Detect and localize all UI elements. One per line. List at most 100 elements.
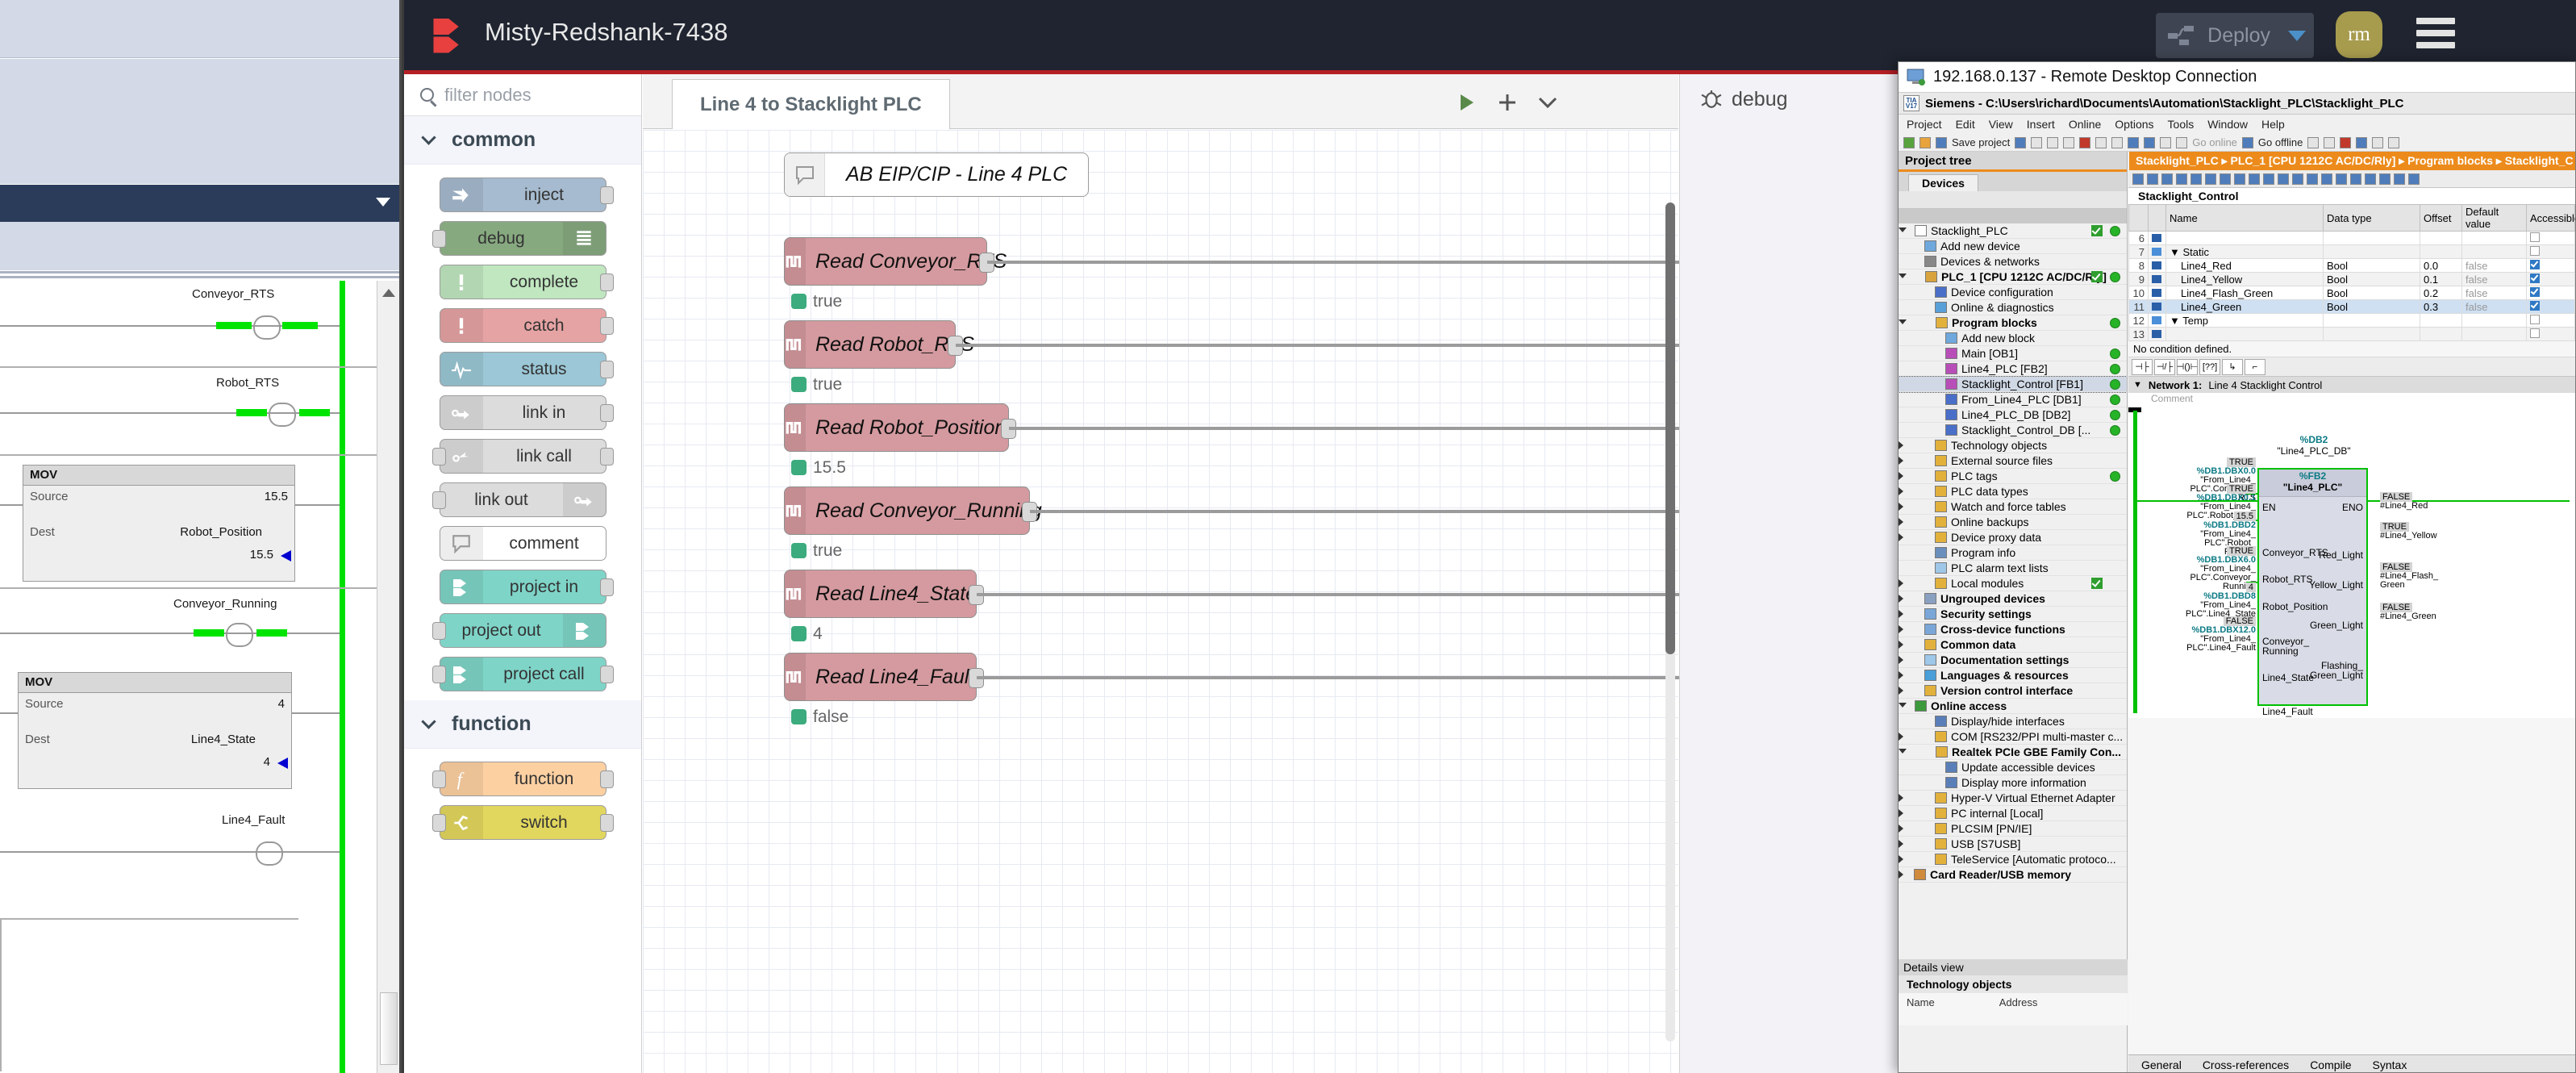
tree-item-realtek-pcie-gbe-family-con[interactable]: Realtek PCIe GBE Family Con... bbox=[1899, 745, 2127, 760]
chevron-right-icon[interactable] bbox=[1899, 533, 1906, 541]
tab-devices[interactable]: Devices bbox=[1908, 174, 1978, 191]
ladder-scrollbar[interactable] bbox=[377, 281, 399, 1073]
cell-datatype[interactable]: Bool bbox=[2323, 272, 2420, 286]
output-coil[interactable] bbox=[253, 315, 281, 340]
normally-open-contact-icon[interactable]: ⊣├ bbox=[2132, 358, 2153, 375]
tree-item-usb-s7usb[interactable]: USB [S7USB] bbox=[1899, 837, 2127, 852]
ladder-tabstrip[interactable] bbox=[0, 185, 399, 222]
open-project-icon[interactable] bbox=[1919, 136, 1931, 148]
coil-icon[interactable]: ⊣()⊢ bbox=[2177, 358, 2198, 375]
cell-datatype[interactable]: Bool bbox=[2323, 286, 2420, 300]
split-horizontal-icon[interactable] bbox=[2372, 136, 2384, 148]
go-offline-icon[interactable] bbox=[2241, 136, 2253, 148]
flow-node-read[interactable]: Read Robot_RTS bbox=[784, 320, 974, 369]
palette-node-catch[interactable]: catch bbox=[439, 308, 614, 343]
cell-default[interactable]: false bbox=[2461, 286, 2527, 300]
bp-off-icon[interactable] bbox=[2350, 173, 2361, 185]
palette-node-status[interactable]: status bbox=[439, 352, 614, 386]
fb-output-operand[interactable]: TRUE#Line4_Yellow bbox=[2380, 522, 2501, 541]
palette-node-link-in[interactable]: link in bbox=[439, 395, 614, 430]
status-tab-syntax[interactable]: Syntax bbox=[2372, 1058, 2407, 1071]
cell-default[interactable]: false bbox=[2461, 299, 2527, 314]
close-branch-icon[interactable]: ⌐ bbox=[2245, 358, 2265, 375]
tree-item-stacklight-control-fb1[interactable]: Stacklight_Control [FB1] bbox=[1899, 376, 2127, 393]
comment-icon[interactable] bbox=[2249, 173, 2260, 185]
cell-accessible[interactable] bbox=[2526, 258, 2575, 273]
output-coil[interactable] bbox=[256, 841, 283, 866]
output-port[interactable] bbox=[599, 814, 614, 832]
output-coil[interactable] bbox=[226, 623, 253, 647]
tree-item-add-new-block[interactable]: Add new block bbox=[1899, 331, 2127, 346]
chevron-right-icon[interactable] bbox=[1899, 825, 1906, 833]
tree-item-online-diagnostics[interactable]: Online & diagnostics bbox=[1899, 300, 2127, 315]
palette-node-project-out[interactable]: project out bbox=[431, 613, 606, 648]
fb-input-operand[interactable]: TRUE%DB1.DBX0.0"From_Line4_PLC".Conveyor… bbox=[2161, 457, 2256, 503]
chevron-right-icon[interactable] bbox=[1899, 472, 1906, 480]
status-tab-compile[interactable]: Compile bbox=[2310, 1058, 2352, 1071]
cell-datatype[interactable]: Bool bbox=[2323, 299, 2420, 314]
cell-name[interactable]: Line4_Green bbox=[2165, 299, 2324, 314]
ladder-elements-toolbar[interactable]: ⊣├ ⊣/├ ⊣()⊢ [??] ↳ ⌐ bbox=[2128, 357, 2575, 377]
cell-default[interactable] bbox=[2461, 231, 2527, 245]
tree-item-add-new-device[interactable]: Add new device bbox=[1899, 239, 2127, 254]
reorder-icon[interactable] bbox=[2292, 173, 2303, 185]
start-simulation-icon[interactable] bbox=[2160, 136, 2172, 148]
cell-name[interactable]: Line4_Yellow bbox=[2165, 272, 2324, 286]
chevron-right-icon[interactable] bbox=[1899, 518, 1906, 526]
cell-datatype[interactable] bbox=[2323, 231, 2420, 245]
chevron-right-icon[interactable] bbox=[1899, 579, 1906, 587]
open-branch-icon[interactable]: ↳ bbox=[2222, 358, 2243, 375]
tree-item-plc-alarm-text-lists[interactable]: PLC alarm text lists bbox=[1899, 561, 2127, 576]
tree-item-plcsim-pn-ie[interactable]: PLCSIM [PN/IE] bbox=[1899, 821, 2127, 837]
cell-default[interactable]: false bbox=[2461, 272, 2527, 286]
menu-item-online[interactable]: Online bbox=[2068, 118, 2102, 131]
palette-category-function[interactable]: function bbox=[404, 700, 641, 749]
chevron-right-icon[interactable] bbox=[1899, 595, 1906, 603]
group-up-icon[interactable] bbox=[2263, 173, 2274, 185]
cell-accessible[interactable] bbox=[2526, 231, 2575, 245]
comment-node-left[interactable]: AB EIP/CIP - Line 4 PLC bbox=[784, 152, 1090, 197]
chevron-right-icon[interactable] bbox=[1899, 641, 1906, 649]
tree-item-online-backups[interactable]: Online backups bbox=[1899, 515, 2127, 530]
fb-input-operand[interactable]: FALSE%DB1.DBX12.0"From_Line4_PLC".Line4_… bbox=[2161, 616, 2256, 653]
undo-icon[interactable] bbox=[2095, 136, 2107, 148]
upload-icon[interactable] bbox=[2144, 136, 2156, 148]
output-port[interactable] bbox=[599, 666, 614, 683]
cell-accessible[interactable] bbox=[2526, 272, 2575, 286]
flow-wire[interactable] bbox=[955, 344, 2022, 347]
pointer-icon[interactable] bbox=[2190, 173, 2202, 185]
output-port[interactable] bbox=[599, 273, 614, 291]
mov-instruction[interactable]: MOV Source 4 Dest Line4_State 4 bbox=[18, 672, 292, 789]
chevron-down-icon[interactable] bbox=[1899, 273, 1907, 281]
filter-nodes-input[interactable]: filter nodes bbox=[404, 74, 641, 116]
input-port[interactable] bbox=[431, 666, 446, 683]
output-port[interactable] bbox=[599, 186, 614, 204]
tree-item-main-ob1[interactable]: Main [OB1] bbox=[1899, 346, 2127, 361]
cell-accessible[interactable] bbox=[2526, 327, 2575, 341]
add-row-icon[interactable] bbox=[2132, 173, 2144, 185]
tree-item-plc-tags[interactable]: PLC tags bbox=[1899, 469, 2127, 484]
palette-node-debug[interactable]: debug bbox=[431, 221, 606, 256]
chevron-right-icon[interactable] bbox=[1899, 687, 1906, 695]
copy-icon[interactable] bbox=[2047, 136, 2059, 148]
bp-icon[interactable] bbox=[2336, 173, 2347, 185]
flow-canvas[interactable]: AB EIP/CIP - Line 4 PLC S7 Profinet - St… bbox=[643, 130, 2356, 1073]
tree-item-display-hide-interfaces[interactable]: Display/hide interfaces bbox=[1899, 714, 2127, 729]
show-table-icon[interactable] bbox=[2307, 173, 2318, 185]
tree-item-pc-internal-local[interactable]: PC internal [Local] bbox=[1899, 806, 2127, 821]
tree-item-hyper-v-virtual-ethernet-adapter[interactable]: Hyper-V Virtual Ethernet Adapter bbox=[1899, 791, 2127, 806]
tree-item-cross-device-functions[interactable]: Cross-device functions bbox=[1899, 622, 2127, 637]
avatar[interactable]: rm bbox=[2336, 11, 2382, 58]
chevron-right-icon[interactable] bbox=[1899, 457, 1906, 465]
project-tree-tabs[interactable]: Devices bbox=[1899, 172, 2127, 191]
step-over-icon[interactable] bbox=[2379, 173, 2391, 185]
cell-accessible[interactable] bbox=[2526, 286, 2575, 300]
tab-line4-to-stacklight[interactable]: Line 4 to Stacklight PLC bbox=[672, 79, 950, 129]
output-port[interactable] bbox=[599, 448, 614, 466]
output-port[interactable] bbox=[599, 404, 614, 422]
new-project-icon[interactable] bbox=[1903, 136, 1915, 148]
